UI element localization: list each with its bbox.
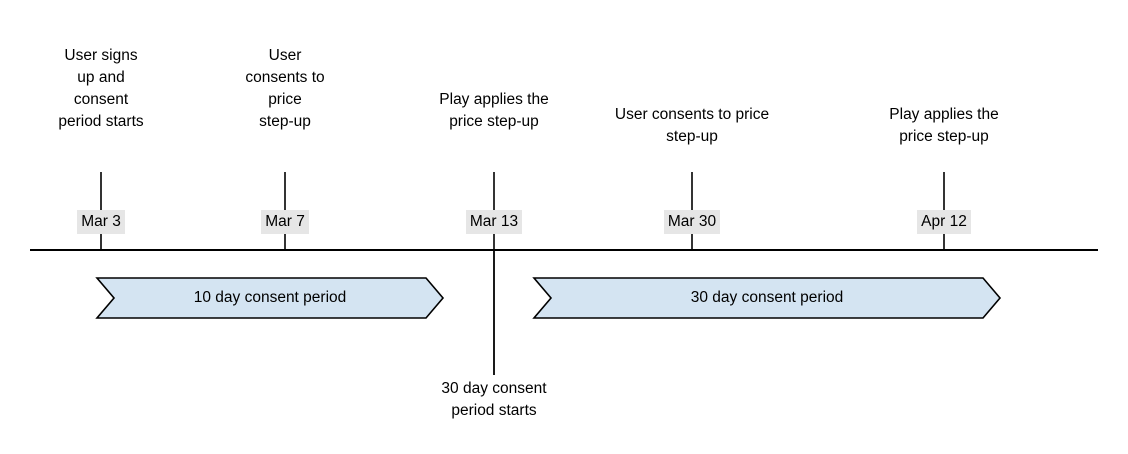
event-caption-apr-12: Play applies the price step-up (889, 106, 999, 145)
date-label-mar-7: Mar 7 (261, 210, 309, 234)
date-label-apr-12: Apr 12 (917, 210, 971, 234)
event-caption-mar-7: User consents to price step-up (245, 47, 325, 130)
date-label-mar-3: Mar 3 (77, 210, 125, 234)
consent-band-shape-band-30-day (532, 277, 1002, 319)
event-caption-mar-13: Play applies the price step-up (439, 91, 549, 130)
consent-band-label-band-10-day: 10 day consent period (193, 289, 347, 306)
consent-band-shape-band-10-day (95, 277, 445, 319)
consent-band-label-band-30-day: 30 day consent period (690, 289, 844, 306)
below-marker-caption: 30 day consent period starts (441, 380, 547, 419)
date-label-mar-13: Mar 13 (465, 210, 523, 234)
event-caption-mar-30: User consents to price step-up (614, 106, 770, 145)
event-caption-mar-3: User signs up and consent period starts (58, 47, 144, 130)
date-label-mar-30: Mar 30 (663, 210, 721, 234)
